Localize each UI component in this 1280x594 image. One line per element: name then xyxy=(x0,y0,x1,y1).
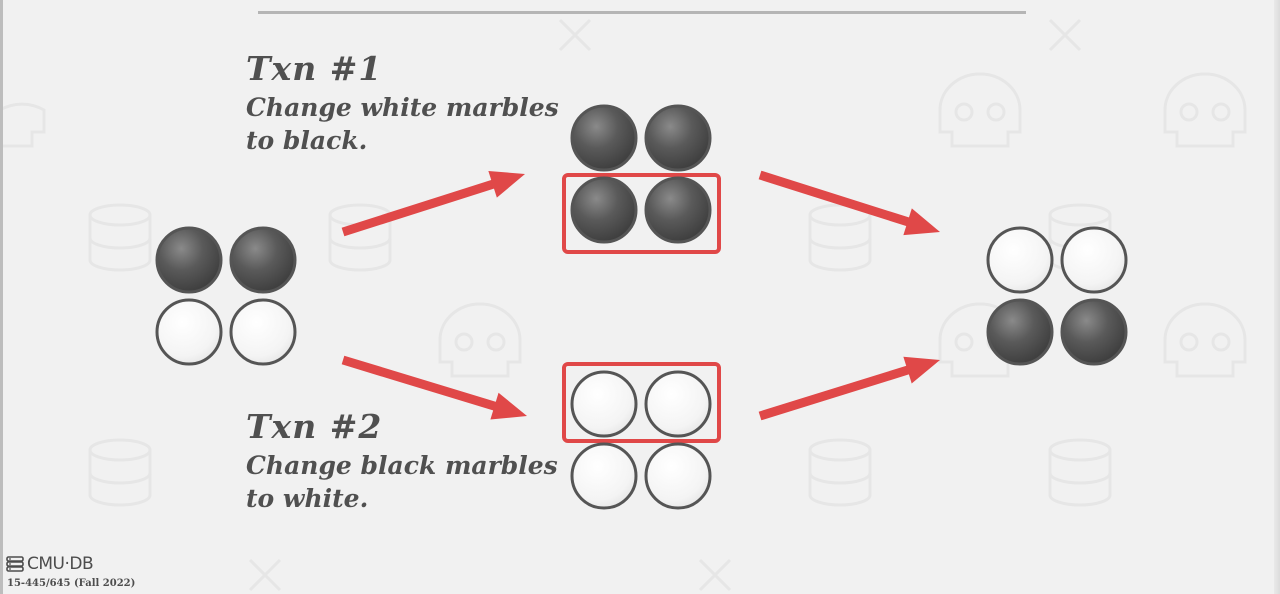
black-marble xyxy=(155,226,223,294)
arrow-txn1-to-final xyxy=(758,170,940,236)
txn2-description-line1: Change black marbles xyxy=(246,451,558,480)
black-marble xyxy=(1060,298,1128,366)
highlight-boxes xyxy=(562,173,721,443)
black-marble xyxy=(229,226,297,294)
white-marble xyxy=(570,442,638,510)
white-marble xyxy=(986,226,1054,294)
black-marble xyxy=(644,104,712,172)
black-marble xyxy=(644,176,712,244)
skull-watermark-icon xyxy=(1163,72,1247,148)
txn1-description-line1: Change white marbles xyxy=(246,93,559,122)
arrow-initial-to-txn2 xyxy=(341,355,527,420)
left-edge xyxy=(0,0,3,594)
arrow-txn2-to-final xyxy=(758,356,940,421)
right-edge xyxy=(1274,0,1280,594)
database-watermark-icon xyxy=(88,438,152,507)
txn2-description: Change black marbles to white. xyxy=(246,449,558,515)
white-marble xyxy=(644,442,712,510)
txn1-highlight-box xyxy=(562,173,721,254)
white-marble xyxy=(229,298,297,366)
black-marble xyxy=(570,176,638,244)
txn2-title: Txn #2 xyxy=(246,407,383,446)
database-watermark-icon xyxy=(1048,438,1112,507)
cross-watermark-icon xyxy=(558,18,592,52)
skull-watermark-icon xyxy=(0,102,46,148)
txn1-description-line2: to black. xyxy=(246,126,368,155)
white-marble xyxy=(155,298,223,366)
txn1-label: Txn #1 Change white marbles to black. xyxy=(246,52,559,157)
arrow-head xyxy=(903,208,940,236)
marble-group-after-txn2 xyxy=(570,370,712,510)
marble-group-final xyxy=(986,226,1128,366)
txn1-title: Txn #1 xyxy=(246,49,383,88)
txn2-highlight-box xyxy=(562,362,721,443)
database-watermark-icon xyxy=(808,203,872,272)
arrow-shaft xyxy=(341,355,498,411)
cross-watermark-icon xyxy=(698,558,732,592)
arrows xyxy=(341,170,940,421)
skull-watermark-icon xyxy=(938,72,1022,148)
marble-group-initial xyxy=(155,226,297,366)
txn2-label: Txn #2 Change black marbles to white. xyxy=(246,410,558,515)
txn2-description-line2: to white. xyxy=(246,484,369,513)
database-watermark-icon xyxy=(88,203,152,272)
cross-watermark-icon xyxy=(1048,18,1082,52)
black-marble xyxy=(570,104,638,172)
white-marble xyxy=(570,370,638,438)
arrow-head xyxy=(903,356,940,384)
arrow-shaft xyxy=(341,179,496,237)
title-rule xyxy=(258,11,1026,14)
skull-watermark-icon xyxy=(1163,302,1247,378)
database-watermark-icon xyxy=(808,438,872,507)
white-marble xyxy=(644,370,712,438)
arrow-initial-to-txn1 xyxy=(341,170,525,237)
skull-watermark-icon xyxy=(438,302,522,378)
arrow-shaft xyxy=(758,170,911,227)
cmu-db-logo: CMU·DB xyxy=(6,554,94,574)
arrow-head xyxy=(488,170,525,198)
white-marble xyxy=(1060,226,1128,294)
arrow-shaft xyxy=(758,365,911,421)
marbles xyxy=(155,104,1128,510)
marble-group-after-txn1 xyxy=(570,104,712,244)
database-logo-icon xyxy=(6,556,24,572)
arrow-head xyxy=(490,392,527,420)
course-label: 15-445/645 (Fall 2022) xyxy=(7,578,136,589)
cross-watermark-icon xyxy=(248,558,282,592)
txn1-description: Change white marbles to black. xyxy=(246,91,559,157)
logo-text: CMU·DB xyxy=(27,554,94,574)
black-marble xyxy=(986,298,1054,366)
